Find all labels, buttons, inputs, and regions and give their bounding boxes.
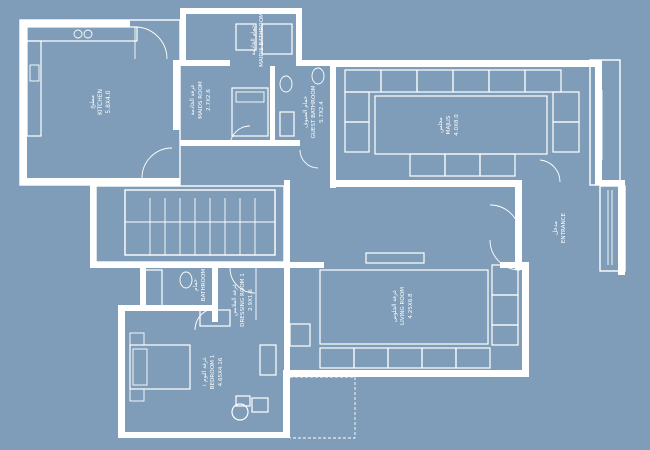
bedroom-furniture [129,332,277,421]
majlis-seating [344,69,580,177]
svg-text:حمام الخادمة: حمام الخادمة [251,24,257,55]
outlines [19,19,626,439]
svg-text:MAJLIS: MAJLIS [446,115,452,134]
svg-text:مدخل: مدخل [553,221,559,235]
svg-text:4.25X6.8: 4.25X6.8 [408,293,414,319]
entrance-label: مدخل ENTRANCE [553,212,567,243]
kitchen-fixtures [26,26,138,137]
svg-text:BEDROOM 1: BEDROOM 1 [210,354,216,389]
svg-text:حمام الضيوف: حمام الضيوف [303,95,309,128]
svg-text:2.9X1.6: 2.9X1.6 [248,289,254,311]
svg-text:ENTRANCE: ENTRANCE [561,212,567,243]
bedroom-label: غرفة النوم ١ BEDROOM 1 4.65X4.16 [202,354,224,389]
svg-text:2.7X2.6: 2.7X2.6 [206,89,212,111]
living-room-seating [289,252,519,369]
svg-text:BATHROOM: BATHROOM [201,269,207,302]
svg-text:MAIDS ROOM: MAIDS ROOM [198,81,204,119]
maids-room-label: غرفة الخادمة MAIDS ROOM 2.7X2.6 [190,81,212,119]
svg-text:5.8X4.0: 5.8X4.0 [105,90,112,113]
svg-text:غرفة الملابس: غرفة الملابس [232,284,238,316]
svg-text:KITCHEN: KITCHEN [97,89,104,115]
svg-text:LIVING ROOM: LIVING ROOM [400,287,406,325]
bath-fixtures [141,23,325,307]
staircase [124,189,276,256]
dressing-room-label: غرفة الملابس DRESSING ROOM 1 2.9X1.6 [232,273,254,327]
svg-text:مطبخ: مطبخ [89,95,96,109]
svg-text:DRESSING ROOM 1: DRESSING ROOM 1 [240,273,246,327]
svg-text:غرفة الخادمة: غرفة الخادمة [190,85,196,116]
guest-bath-label: حمام الضيوف GUEST BATHROOM 5.7X2.4 [303,85,325,138]
maids-room-bed [231,87,269,137]
svg-text:غرفة الجلوس: غرفة الجلوس [392,290,398,322]
svg-text:حمام: حمام [193,279,199,291]
majlis-label: مجلس MAJLIS 4.0X8.0 [438,114,460,136]
svg-text:5.7X2.4: 5.7X2.4 [319,101,325,123]
kitchen-label: مطبخ KITCHEN 5.8X4.0 [89,89,112,115]
bathroom-label: حمام BATHROOM [193,269,207,302]
living-room-label: غرفة الجلوس LIVING ROOM 4.25X6.8 [392,287,414,325]
maids-bath-label: حمام الخادمة MAID'S BATHROOM [251,13,265,67]
dressing-fixtures [199,268,257,327]
svg-text:MAID'S BATHROOM: MAID'S BATHROOM [259,13,265,67]
svg-text:4.0X8.0: 4.0X8.0 [454,114,460,136]
walls [20,8,625,438]
doors [134,26,561,331]
svg-text:GUEST BATHROOM: GUEST BATHROOM [311,85,317,138]
svg-text:مجلس: مجلس [438,117,444,133]
svg-text:غرفة النوم ١: غرفة النوم ١ [202,357,208,387]
svg-text:4.65X4.16: 4.65X4.16 [218,357,224,386]
